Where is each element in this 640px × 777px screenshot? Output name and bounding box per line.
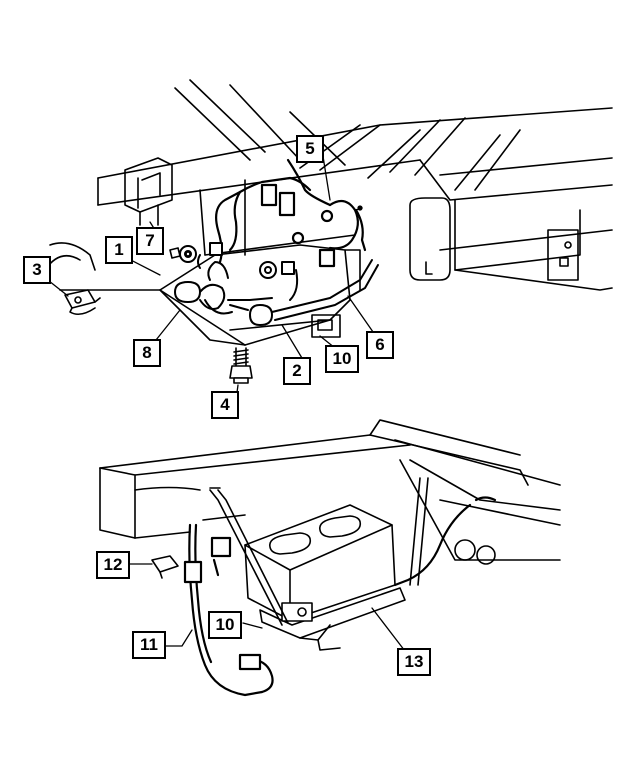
upper-wiring-harness bbox=[215, 158, 367, 268]
callout-7: 7 bbox=[136, 227, 164, 255]
upper-frame-assembly bbox=[44, 79, 613, 346]
callout-8: 8 bbox=[133, 339, 161, 367]
tray-clip-part3 bbox=[64, 289, 101, 316]
callout-10-lower: 10 bbox=[208, 611, 242, 639]
callout-10-upper: 10 bbox=[325, 345, 359, 373]
callout-2: 2 bbox=[283, 357, 311, 385]
callout-6: 6 bbox=[366, 331, 394, 359]
small-nut-part7 bbox=[169, 247, 191, 259]
callout-1: 1 bbox=[105, 236, 133, 264]
hold-down-bolt bbox=[229, 347, 253, 384]
lower-hold-down-rods bbox=[202, 477, 429, 626]
callout-5: 5 bbox=[296, 135, 324, 163]
callout-11: 11 bbox=[132, 631, 166, 659]
callout-3: 3 bbox=[23, 256, 51, 284]
callout-13: 13 bbox=[397, 648, 431, 676]
lower-leader-lines bbox=[126, 563, 409, 656]
lower-battery bbox=[244, 504, 406, 651]
callout-12: 12 bbox=[96, 551, 130, 579]
lower-harness bbox=[183, 496, 497, 697]
lower-frame-assembly bbox=[99, 419, 561, 565]
clip-part12 bbox=[151, 555, 179, 579]
upper-battery-cables bbox=[174, 242, 379, 326]
callout-4: 4 bbox=[211, 391, 239, 419]
